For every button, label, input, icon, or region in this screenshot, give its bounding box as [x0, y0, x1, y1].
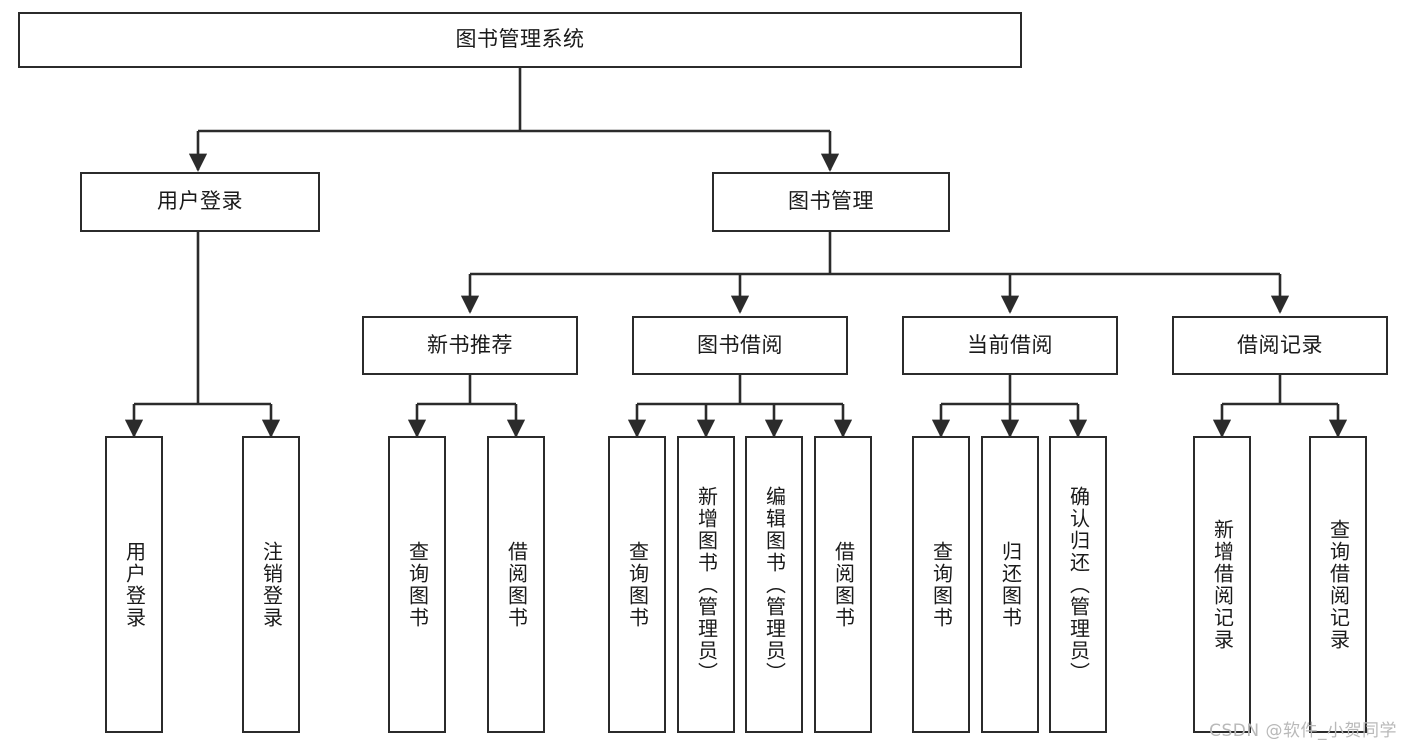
- node-user-login[interactable]: 用户登录: [80, 172, 320, 232]
- leaf-current-return[interactable]: 归还图书: [981, 436, 1039, 733]
- node-root-system-label: 图书管理系统: [455, 27, 585, 52]
- leaf-current-confirm-return-admin-label: 确认归还（管理员）: [1066, 485, 1091, 684]
- leaf-current-return-label: 归还图书: [998, 540, 1023, 629]
- csdn-watermark: CSDN @软件_小贺同学: [1209, 721, 1397, 741]
- node-new-book-recommend-label: 新书推荐: [427, 332, 513, 357]
- leaf-borrow-add-book-admin-label: 新增图书（管理员）: [694, 485, 719, 684]
- node-book-borrow-label: 图书借阅: [697, 332, 783, 357]
- leaf-user-login-login[interactable]: 用户登录: [105, 436, 163, 733]
- node-book-borrow[interactable]: 图书借阅: [632, 316, 848, 375]
- node-user-login-label: 用户登录: [157, 189, 243, 214]
- leaf-borrow-edit-book-admin[interactable]: 编辑图书（管理员）: [745, 436, 803, 733]
- node-current-borrow-label: 当前借阅: [967, 332, 1053, 357]
- leaf-borrow-add-book-admin[interactable]: 新增图书（管理员）: [677, 436, 735, 733]
- leaf-new-book-query-label: 查询图书: [405, 540, 430, 629]
- leaf-borrow-query-label: 查询图书: [625, 540, 650, 629]
- leaf-current-confirm-return-admin[interactable]: 确认归还（管理员）: [1049, 436, 1107, 733]
- node-current-borrow[interactable]: 当前借阅: [902, 316, 1118, 375]
- leaf-record-query[interactable]: 查询借阅记录: [1309, 436, 1367, 733]
- leaf-user-login-login-label: 用户登录: [122, 540, 147, 629]
- node-new-book-recommend[interactable]: 新书推荐: [362, 316, 578, 375]
- leaf-borrow-edit-book-admin-label: 编辑图书（管理员）: [762, 485, 787, 684]
- leaf-record-add-label: 新增借阅记录: [1210, 518, 1235, 651]
- leaf-record-query-label: 查询借阅记录: [1326, 518, 1351, 651]
- leaf-record-add[interactable]: 新增借阅记录: [1193, 436, 1251, 733]
- node-book-management-label: 图书管理: [788, 189, 874, 214]
- leaf-borrow-borrow-book[interactable]: 借阅图书: [814, 436, 872, 733]
- leaf-user-login-logout[interactable]: 注销登录: [242, 436, 300, 733]
- leaf-new-book-borrow[interactable]: 借阅图书: [487, 436, 545, 733]
- leaf-borrow-query[interactable]: 查询图书: [608, 436, 666, 733]
- leaf-current-query[interactable]: 查询图书: [912, 436, 970, 733]
- leaf-current-query-label: 查询图书: [929, 540, 954, 629]
- node-borrow-record[interactable]: 借阅记录: [1172, 316, 1388, 375]
- node-borrow-record-label: 借阅记录: [1237, 332, 1323, 357]
- node-root-system[interactable]: 图书管理系统: [18, 12, 1022, 68]
- leaf-borrow-borrow-book-label: 借阅图书: [831, 540, 856, 629]
- leaf-new-book-borrow-label: 借阅图书: [504, 540, 529, 629]
- node-book-management[interactable]: 图书管理: [712, 172, 950, 232]
- leaf-new-book-query[interactable]: 查询图书: [388, 436, 446, 733]
- leaf-user-login-logout-label: 注销登录: [259, 540, 284, 629]
